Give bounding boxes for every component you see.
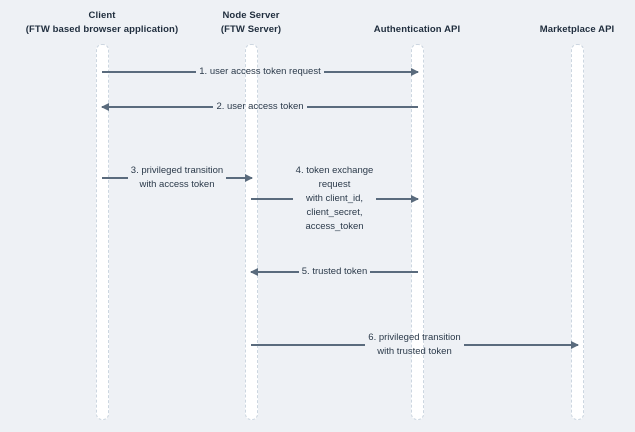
message-1: 1. user access token request: [102, 65, 419, 79]
message-label: 3. privileged transition with access tok…: [130, 165, 224, 190]
participant-header-client: Client (FTW based browser application): [0, 9, 204, 37]
message-line: [101, 103, 214, 111]
participant-header-marketplace-api: Marketplace API: [512, 23, 635, 37]
message-label: 4. token exchange request with client_id…: [295, 165, 374, 232]
message-line: [250, 268, 299, 276]
message-line: [306, 106, 419, 108]
lifeline-authentication-api: [411, 44, 424, 420]
message-4: 4. token exchange request with client_id…: [251, 164, 419, 234]
participant-header-node-server: Node Server (FTW Server): [191, 9, 311, 37]
lifeline-client: [96, 44, 109, 420]
message-line: [323, 68, 419, 76]
message-line: [463, 341, 580, 349]
message-label: 1. user access token request: [199, 66, 321, 77]
message-2: 2. user access token: [101, 100, 419, 114]
lifeline-node-server: [245, 44, 258, 420]
message-label: 5. trusted token: [301, 266, 368, 277]
message-3: 3. privileged transition with access tok…: [102, 164, 254, 192]
participant-title: Client: [88, 10, 116, 21]
message-line: [251, 344, 366, 346]
participant-title: Authentication API: [373, 24, 461, 35]
participant-subtitle: (FTW based browser application): [25, 24, 179, 35]
participant-subtitle: (FTW Server): [220, 24, 282, 35]
participant-title: Node Server: [222, 10, 280, 21]
message-5: 5. trusted token: [250, 265, 419, 279]
participant-title: Marketplace API: [539, 24, 615, 35]
message-line: [102, 71, 197, 73]
message-label: 2. user access token: [216, 101, 304, 112]
lifeline-marketplace-api: [571, 44, 584, 420]
participant-header-authentication-api: Authentication API: [347, 23, 487, 37]
